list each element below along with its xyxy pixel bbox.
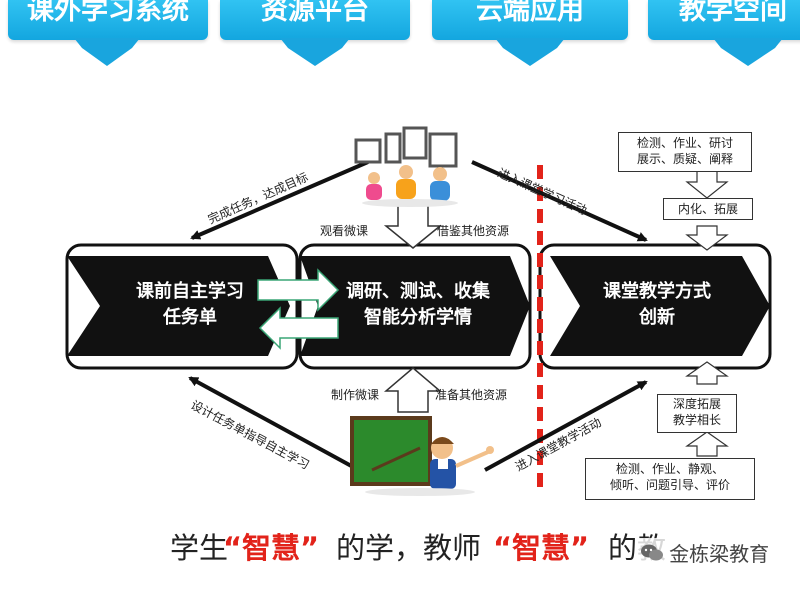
label-borrow-resources: 借鉴其他资源 — [437, 224, 510, 238]
label-watch-micro: 观看微课 — [320, 224, 369, 238]
arrow-bottom-left — [188, 376, 356, 470]
arrow-bottom-right — [484, 380, 648, 472]
watermark: 金栋梁教育 — [636, 538, 774, 568]
tab-cloud-app[interactable]: 云端应用 — [432, 0, 628, 40]
tab-arrow-3 — [495, 38, 565, 66]
arrow-top-left — [190, 160, 369, 240]
slogan-wisdom-2: “智慧” — [493, 531, 590, 565]
internalize-box: 内化、拓展 — [663, 198, 753, 220]
right-box-text: 课堂教学方式 创新 — [603, 281, 711, 328]
middle-box-text: 调研、测试、收集 智能分析学情 — [346, 281, 490, 328]
tab-arrow-2 — [280, 38, 350, 66]
tab-arrow-1 — [74, 38, 140, 66]
arrow-up-bottom-right — [685, 431, 729, 457]
tab-arrows — [74, 38, 783, 66]
arrow-up-depth — [685, 361, 729, 385]
slogan-part-3: 的学，教师 — [336, 531, 482, 565]
teacher-illustration — [350, 416, 494, 496]
arrow-top-right — [471, 160, 648, 242]
depth-box: 深度拓展 教学相长 — [657, 394, 737, 433]
arrow-down-top-right — [685, 167, 729, 199]
left-box-text: 课前自主学习 任务单 — [136, 281, 244, 328]
label-make-micro: 制作微课 — [331, 388, 380, 402]
top-right-activities-box: 检测、作业、研讨 展示、质疑、阐释 — [618, 132, 752, 172]
tab-teaching-space[interactable]: 教学空间 — [648, 0, 800, 40]
devices-illustration — [354, 126, 458, 207]
right-chevron — [550, 256, 770, 356]
tab-extracurricular-system[interactable]: 课外学习系统 — [8, 0, 208, 40]
arrow-down-internalize — [685, 225, 729, 251]
tab-resource-platform[interactable]: 资源平台 — [220, 0, 410, 40]
tab-arrow-4 — [713, 38, 783, 66]
arrow-to-left — [258, 306, 339, 350]
bottom-right-activities-box: 检测、作业、静观、 倾听、问题引导、评价 — [585, 458, 755, 500]
wechat-icon — [641, 544, 663, 560]
label-prepare-resources: 准备其他资源 — [435, 388, 508, 402]
arrow-to-middle — [257, 268, 340, 312]
arrow-up-make — [383, 367, 443, 413]
left-chevron — [67, 256, 290, 356]
slogan-wisdom-1: “智慧” — [223, 531, 320, 565]
slogan-part-1: 学生 — [170, 531, 229, 565]
arrow-down-watch — [383, 204, 443, 249]
watermark-text: 金栋梁教育 — [669, 542, 770, 566]
footer-slogan: 学生 “智慧” 的学，教师 “智慧” 的教 — [0, 525, 800, 575]
middle-chevron — [300, 256, 530, 356]
